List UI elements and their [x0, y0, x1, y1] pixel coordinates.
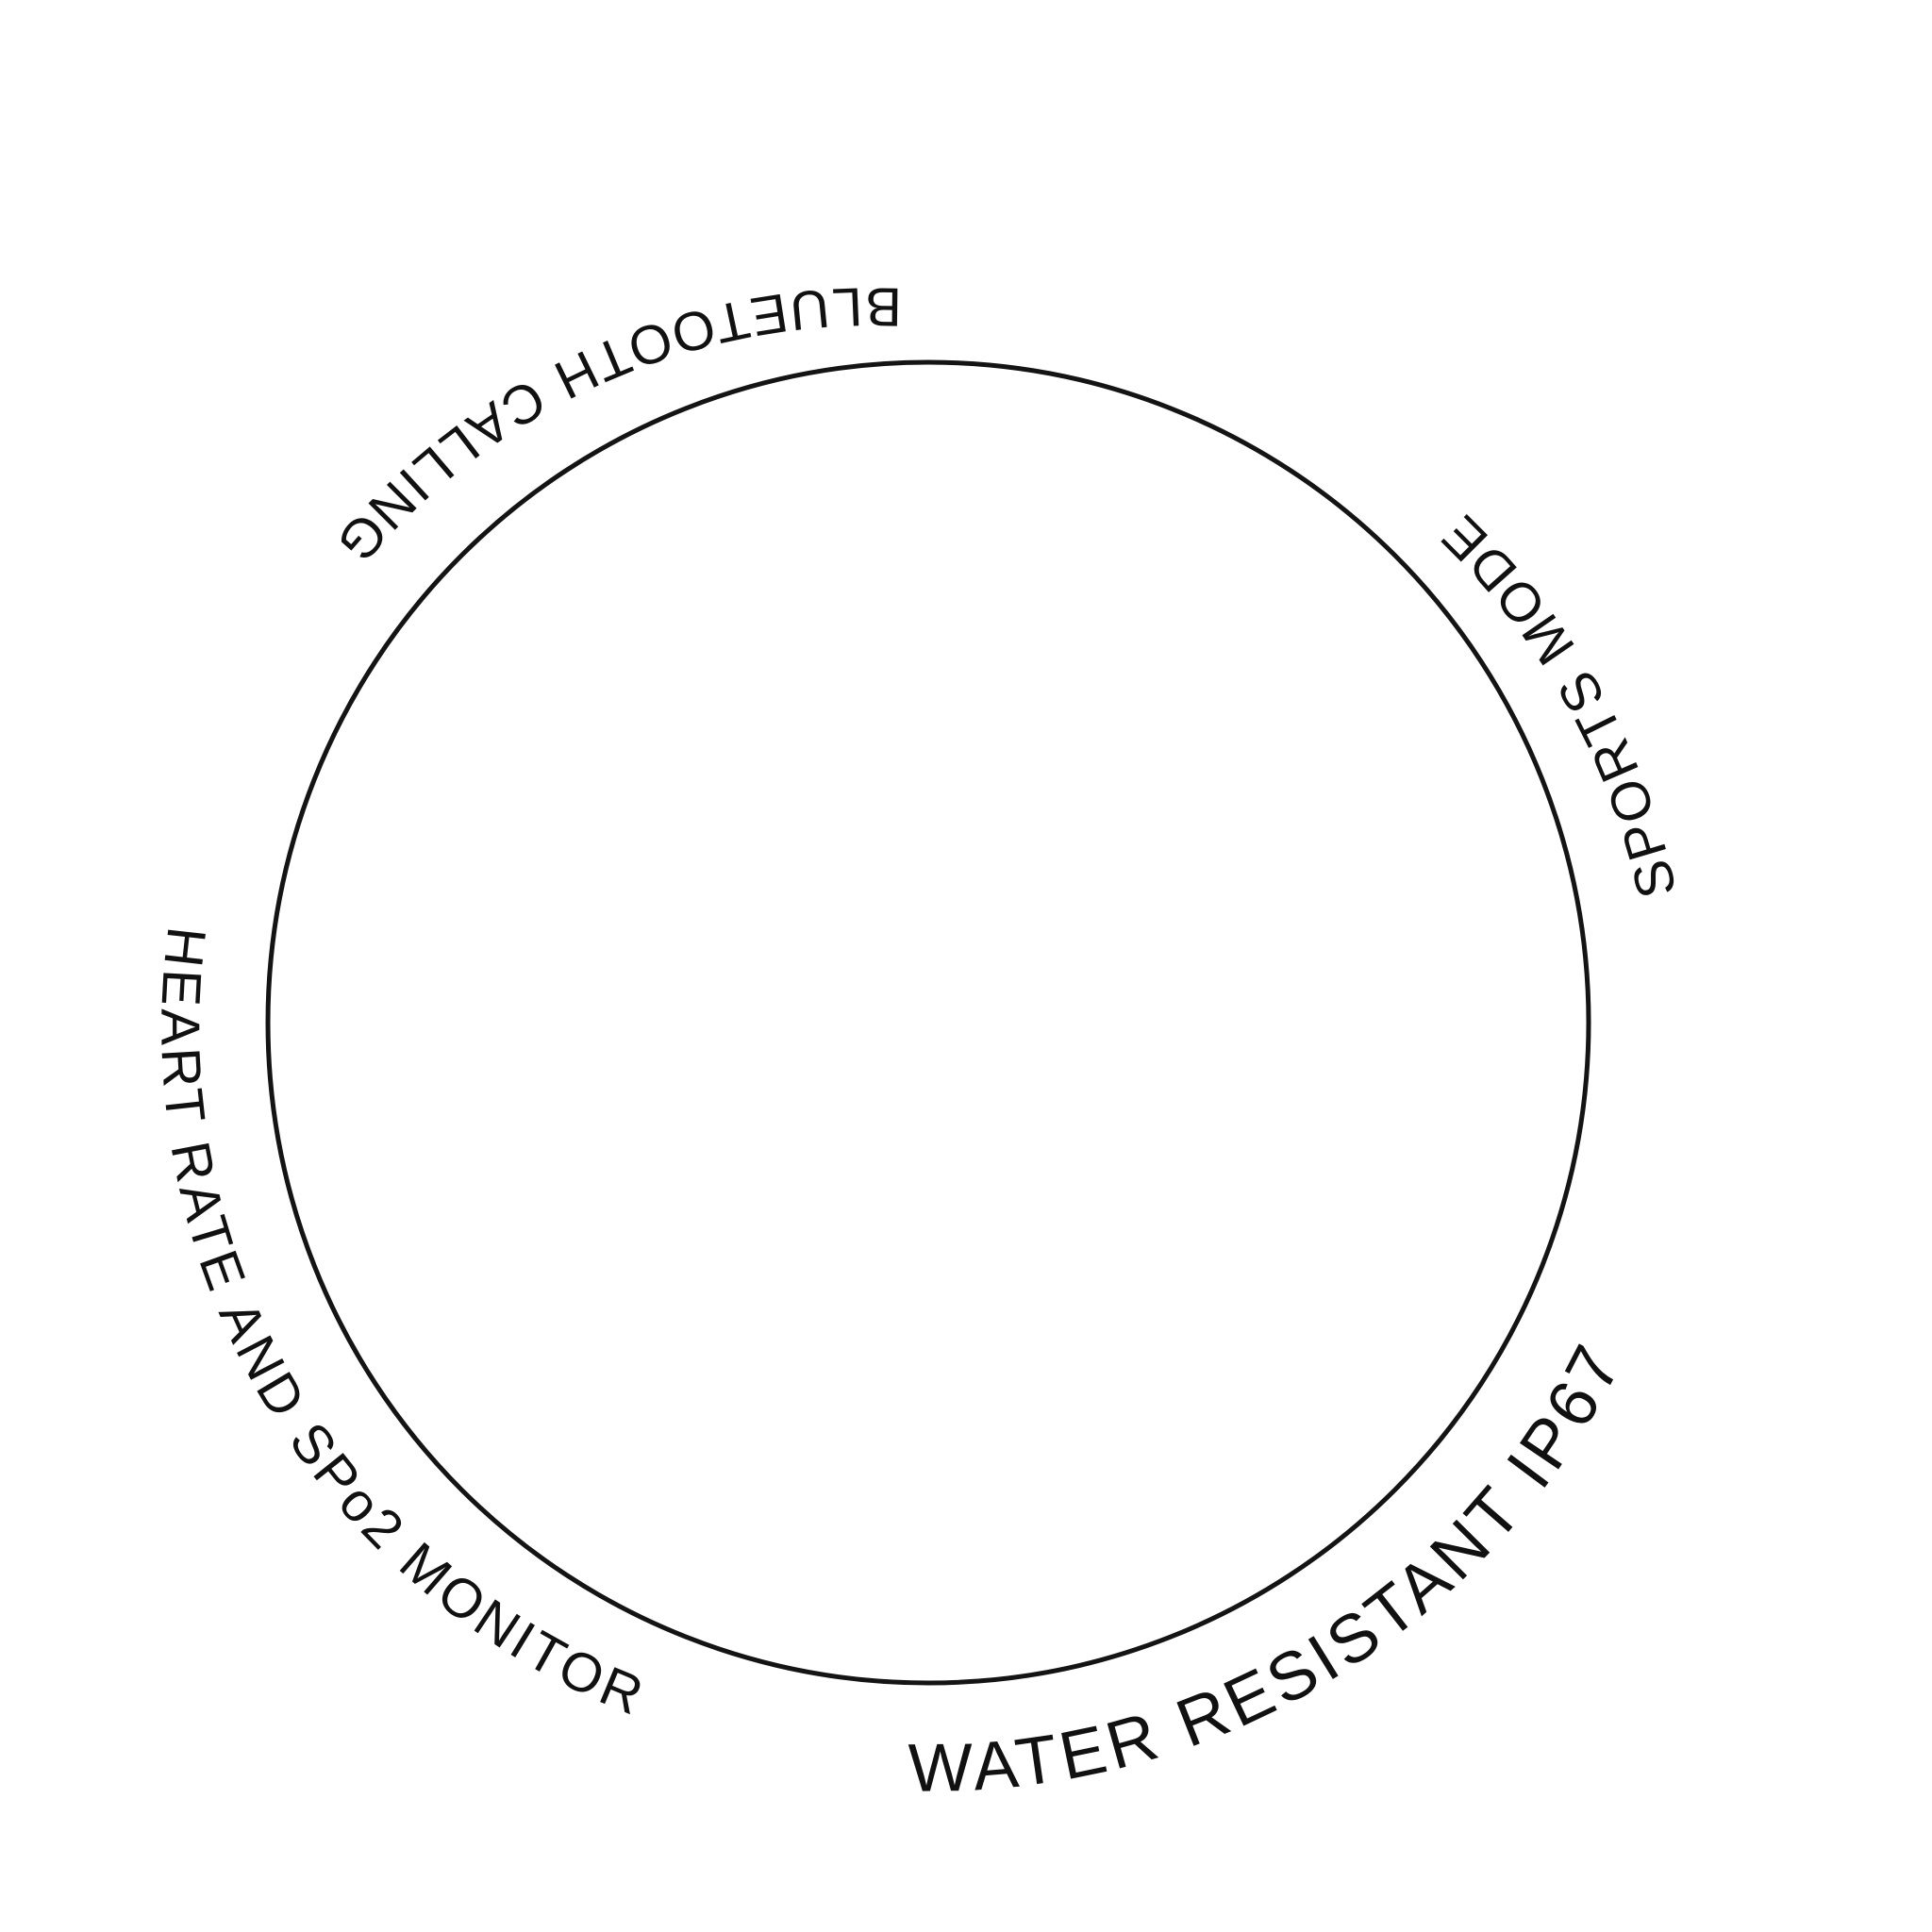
watch-face-circle — [265, 359, 1591, 1686]
